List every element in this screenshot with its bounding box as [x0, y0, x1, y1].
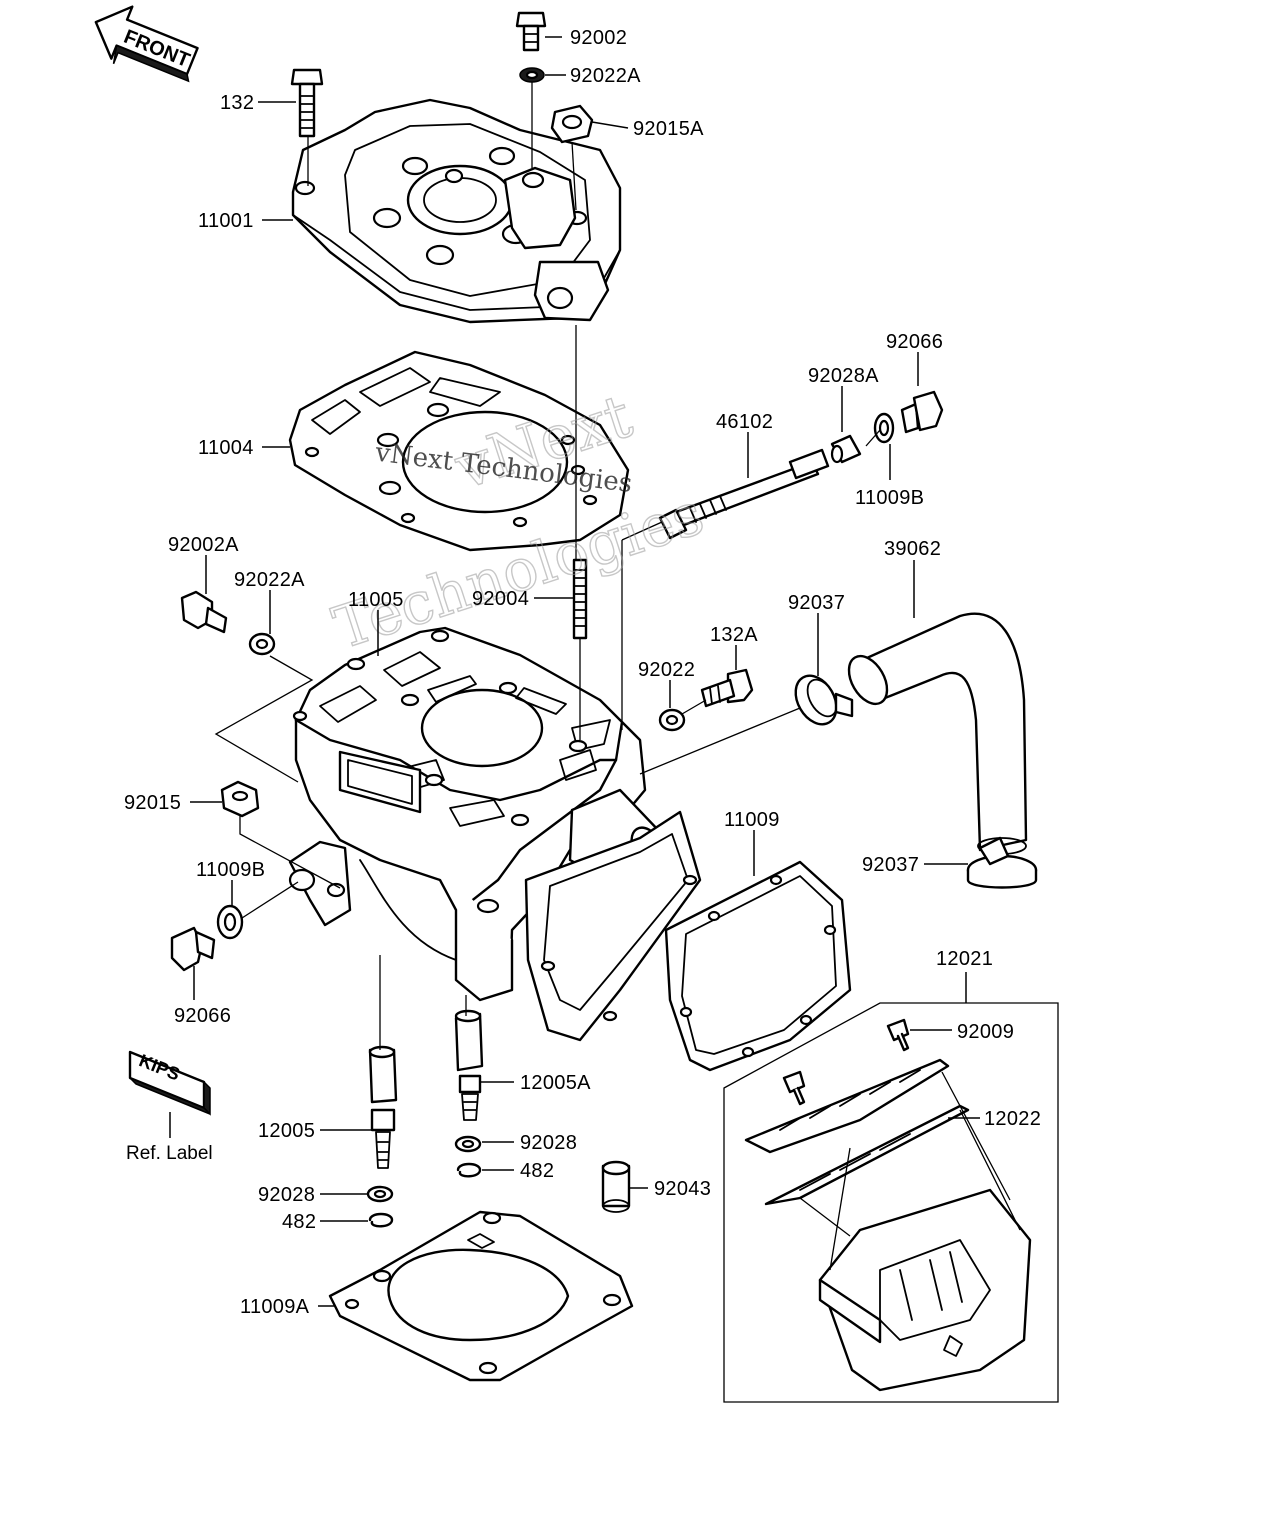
dowel-92043 [601, 1160, 631, 1213]
bolt-92002A [180, 590, 228, 634]
washer-92028-left [366, 1185, 394, 1203]
hose-39062 [847, 612, 1028, 855]
bolt-132A [700, 668, 754, 708]
clamp-92037-top [794, 674, 854, 726]
callout-12005: 12005 [258, 1120, 315, 1142]
callout-92004: 92004 [472, 588, 529, 610]
callout-11001: 11001 [198, 210, 254, 232]
washer-92028-right [454, 1135, 482, 1153]
collar-92028A [830, 434, 862, 464]
callout-92043: 92043 [654, 1178, 711, 1200]
bolt-92002 [515, 11, 547, 52]
callout-11009B-left: 11009B [196, 859, 265, 881]
cylinder [288, 626, 666, 1002]
callout-46102: 46102 [716, 411, 773, 433]
callout-92002: 92002 [570, 27, 627, 49]
callout-92009: 92009 [957, 1021, 1014, 1043]
kips-label-badge: KIPS [128, 1050, 211, 1138]
reed-flange [524, 810, 702, 1042]
callout-11005: 11005 [348, 589, 404, 611]
callout-leaders [190, 36, 980, 1307]
callout-92022: 92022 [638, 659, 695, 681]
callout-12005A: 12005A [520, 1072, 591, 1094]
callout-92015A: 92015A [633, 118, 704, 140]
front-direction-arrow: FRONT [94, 5, 199, 83]
callout-11009A: 11009A [240, 1296, 310, 1318]
shaft-46102 [658, 448, 830, 540]
ref-label-text: Ref. Label [126, 1143, 213, 1164]
callout-39062: 39062 [884, 538, 941, 560]
cylinder-head [291, 98, 622, 324]
callout-92015: 92015 [124, 792, 181, 814]
callout-11009: 11009 [724, 809, 780, 831]
base-gasket [328, 1210, 634, 1382]
callout-92028A: 92028A [808, 365, 879, 387]
callout-92066-bottom: 92066 [174, 1005, 231, 1027]
washer-92022A [519, 67, 545, 83]
clamp-92037-bottom [966, 836, 1038, 889]
jet-12005 [368, 1045, 398, 1169]
callout-92028-left: 92028 [258, 1184, 315, 1206]
callout-92037-top: 92037 [788, 592, 845, 614]
callout-92066-top: 92066 [886, 331, 943, 353]
callout-482-left: 482 [282, 1211, 316, 1233]
washer-92022 [658, 708, 686, 732]
washer-11009B-left [216, 904, 244, 940]
callout-92028-right: 92028 [520, 1132, 577, 1154]
callout-482-right: 482 [520, 1160, 554, 1182]
circlip-482-right [456, 1162, 482, 1178]
callout-92037-bottom: 92037 [862, 854, 919, 876]
callout-11004: 11004 [198, 437, 254, 459]
callout-132A: 132A [710, 624, 758, 646]
callout-92022A: 92022A [570, 65, 641, 87]
reed-gasket-11009 [664, 860, 852, 1072]
circlip-482-left [368, 1212, 394, 1228]
nut-92015 [220, 780, 260, 818]
washer-11009B-top [873, 412, 895, 444]
nut-92015A [550, 104, 594, 144]
head-gasket [288, 350, 630, 552]
plug-92066-top [900, 390, 944, 434]
bolt-132 [290, 68, 324, 138]
assembly-lines [214, 82, 881, 1050]
plug-92066-bottom [170, 926, 216, 972]
reed-valve-assembly-box [723, 972, 1059, 1403]
callout-12021: 12021 [936, 948, 993, 970]
callout-92002A: 92002A [168, 534, 239, 556]
callout-12022: 12022 [984, 1108, 1041, 1130]
jet-12005A [454, 1009, 484, 1121]
callout-11009B-top: 11009B [855, 487, 924, 509]
callout-labels: 92002 92022A 132 92015A 11001 92066 9202… [124, 27, 1041, 1318]
washer-92022A-left [248, 632, 276, 656]
callout-132: 132 [220, 92, 254, 114]
callout-92022A-left: 92022A [234, 569, 305, 591]
